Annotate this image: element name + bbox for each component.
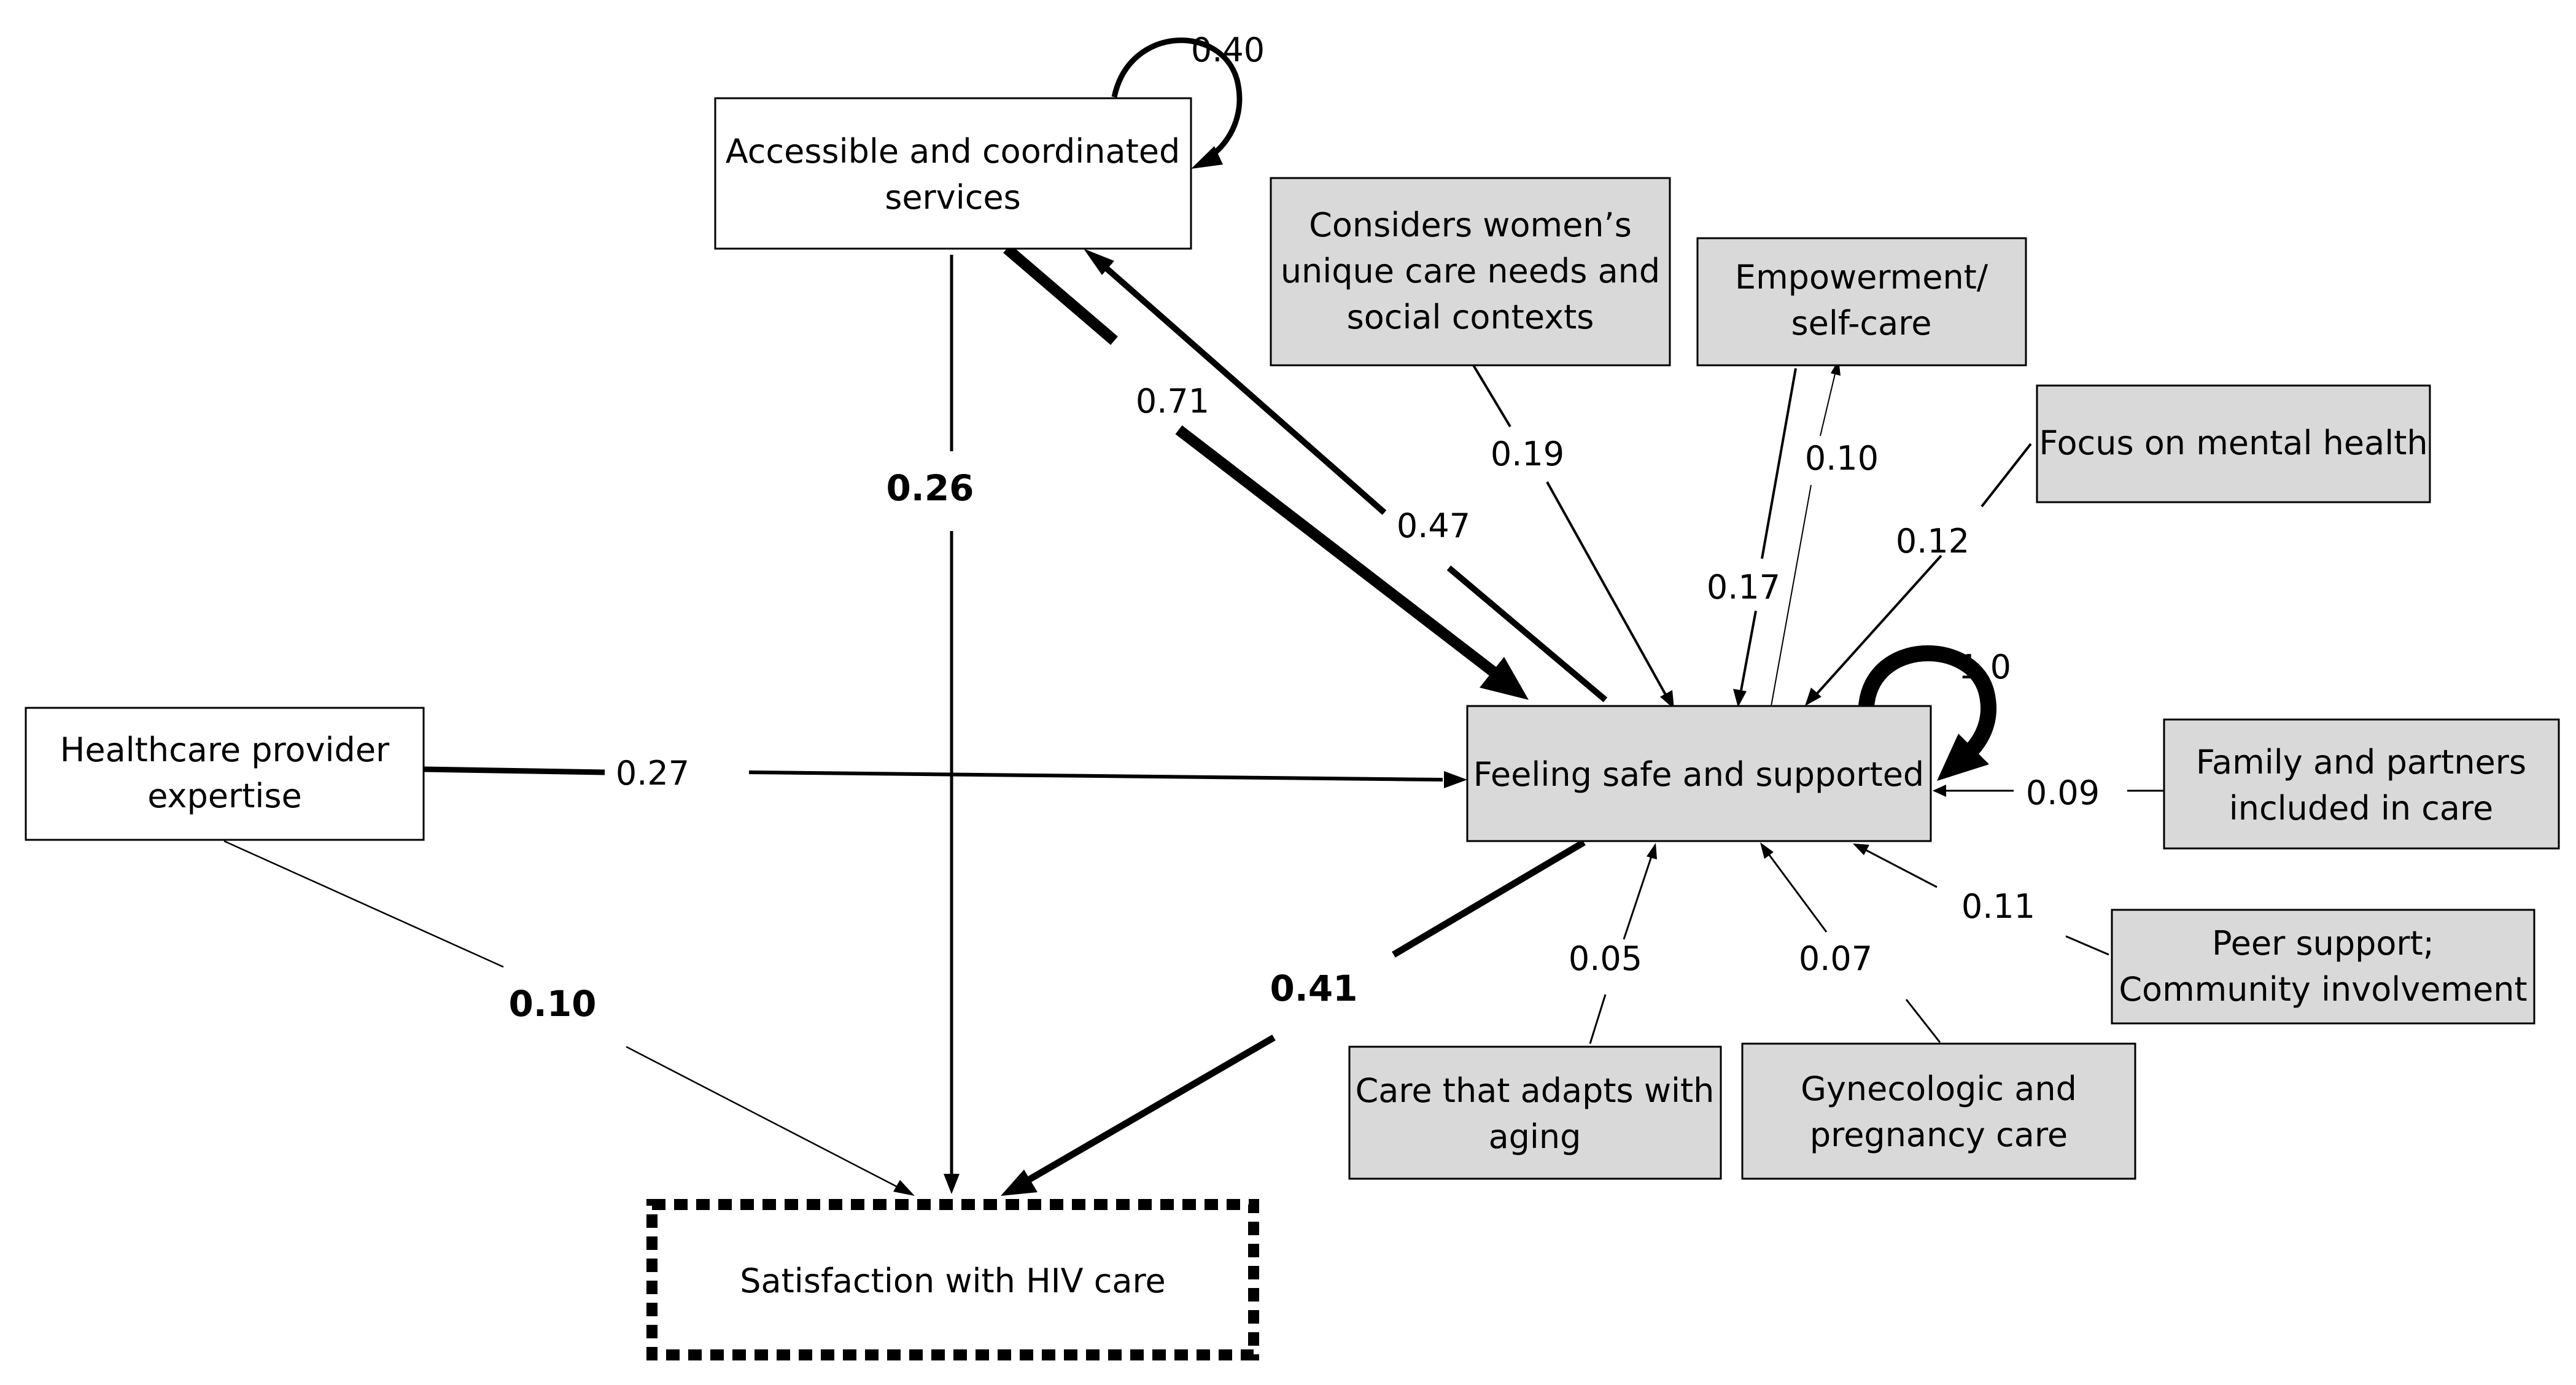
node-empowerment: Empowerment/ self-care xyxy=(1696,237,2027,367)
node-satisfaction: Satisfaction with HIV care xyxy=(646,1199,1259,1360)
node-accessible: Accessible and coordinated services xyxy=(714,97,1192,250)
coef-feeling-to-empowerment: 0.10 xyxy=(1805,439,1879,478)
edge-provider-to-satisfaction: 0.10 xyxy=(223,840,915,1196)
edge-peer-to-feeling: 0.11 xyxy=(1853,844,2109,956)
coef-family-to-feeling: 0.09 xyxy=(2026,774,2100,812)
node-gyn-line1: Gynecologic and xyxy=(1801,1069,2077,1108)
edge-gyn-to-feeling: 0.07 xyxy=(1760,842,1941,1043)
coef-provider-to-feeling: 0.27 xyxy=(616,754,689,793)
node-empowerment-line2: self-care xyxy=(1791,304,1932,343)
edge-empowerment-to-feeling: 0.17 xyxy=(1707,368,1797,707)
arrowhead xyxy=(1647,843,1657,859)
node-peer: Peer support; Community involvement xyxy=(2111,909,2535,1025)
arrowhead xyxy=(1760,842,1774,859)
node-provider: Healthcare provider expertise xyxy=(25,707,425,841)
coef-mental-to-feeling: 0.12 xyxy=(1896,522,1969,561)
node-mental-line1: Focus on mental health xyxy=(2039,424,2427,462)
arrowhead xyxy=(944,1174,960,1194)
arrowhead xyxy=(1937,734,1989,781)
arrowhead xyxy=(1001,1170,1038,1196)
node-empowerment-line1: Empowerment/ xyxy=(1735,258,1988,297)
coef-considers-to-feeling: 0.19 xyxy=(1491,435,1564,473)
coef-provider-to-satisfaction: 0.10 xyxy=(508,983,596,1025)
arrowhead xyxy=(1805,688,1821,706)
node-accessible-line1: Accessible and coordinated xyxy=(726,132,1181,171)
node-peer-line2: Community involvement xyxy=(2119,970,2527,1009)
node-gyn: Gynecologic and pregnancy care xyxy=(1741,1042,2136,1180)
coef-feeling-self: 1.0 xyxy=(1958,648,2011,686)
edge-mental-to-feeling: 0.12 xyxy=(1805,443,2032,706)
edge-accessible-to-satisfaction: 0.26 xyxy=(886,255,974,1194)
coef-feeling-to-satisfaction: 0.41 xyxy=(1270,968,1357,1009)
node-family-line2: included in care xyxy=(2229,789,2494,828)
edge-feeling-to-satisfaction: 0.41 xyxy=(1001,839,1586,1196)
arrowhead xyxy=(1853,844,1869,855)
edge-aging-to-feeling: 0.05 xyxy=(1569,843,1657,1044)
node-accessible-line2: services xyxy=(885,178,1021,217)
node-considers-line2: unique care needs and xyxy=(1281,252,1660,290)
node-considers-line3: social contexts xyxy=(1347,298,1594,336)
node-mental: Focus on mental health xyxy=(2036,384,2431,503)
arrowhead xyxy=(1444,771,1467,788)
coef-gyn-to-feeling: 0.07 xyxy=(1799,939,1872,978)
coef-accessible-self: 0.40 xyxy=(1191,31,1265,69)
edge-feeling-self: 1.0 xyxy=(1858,645,2011,781)
coef-empowerment-to-feeling: 0.17 xyxy=(1707,568,1780,607)
arrowhead xyxy=(1084,249,1114,275)
arrowhead xyxy=(1660,690,1674,709)
node-considers-line1: Considers women’s xyxy=(1309,206,1632,244)
coef-accessible-to-feeling: 0.71 xyxy=(1136,382,1209,421)
arrowhead xyxy=(1733,689,1747,707)
node-aging-line1: Care that adapts with xyxy=(1356,1071,1715,1110)
edge-considers-to-feeling: 0.19 xyxy=(1472,364,1674,709)
coef-peer-to-feeling: 0.11 xyxy=(1961,887,2035,926)
edge-provider-to-feeling: 0.27 xyxy=(423,754,1467,793)
coef-feeling-to-accessible: 0.47 xyxy=(1397,506,1470,545)
node-provider-line2: expertise xyxy=(147,777,301,815)
coef-aging-to-feeling: 0.05 xyxy=(1569,939,1642,978)
node-satisfaction-line1: Satisfaction with HIV care xyxy=(740,1262,1165,1300)
arrowhead xyxy=(893,1180,915,1196)
edge-family-to-feeling: 0.09 xyxy=(1933,774,2164,812)
node-gyn-line2: pregnancy care xyxy=(1810,1115,2068,1154)
node-feeling-line1: Feeling safe and supported xyxy=(1473,755,1924,794)
node-family-line1: Family and partners xyxy=(2196,743,2526,782)
edge-accessible-self: 0.40 xyxy=(1111,31,1265,169)
node-considers: Considers women’s unique care needs and … xyxy=(1270,177,1671,367)
arrowhead xyxy=(1191,146,1223,169)
node-feeling: Feeling safe and supported xyxy=(1466,705,1932,842)
node-provider-line1: Healthcare provider xyxy=(60,731,390,769)
coef-accessible-to-satisfaction: 0.26 xyxy=(886,467,974,509)
node-aging: Care that adapts with aging xyxy=(1348,1046,1722,1180)
edge-accessible-to-feeling: 0.71 xyxy=(1003,244,1529,700)
node-aging-line2: aging xyxy=(1489,1117,1581,1156)
edge-feeling-to-empowerment: 0.10 xyxy=(1771,359,1879,707)
arrowhead xyxy=(1933,785,1946,797)
edge-feeling-to-accessible: 0.47 xyxy=(1084,249,1608,702)
node-peer-line1: Peer support; xyxy=(2212,924,2434,963)
node-family: Family and partners included in care xyxy=(2163,718,2560,850)
arrowhead xyxy=(1480,657,1529,700)
